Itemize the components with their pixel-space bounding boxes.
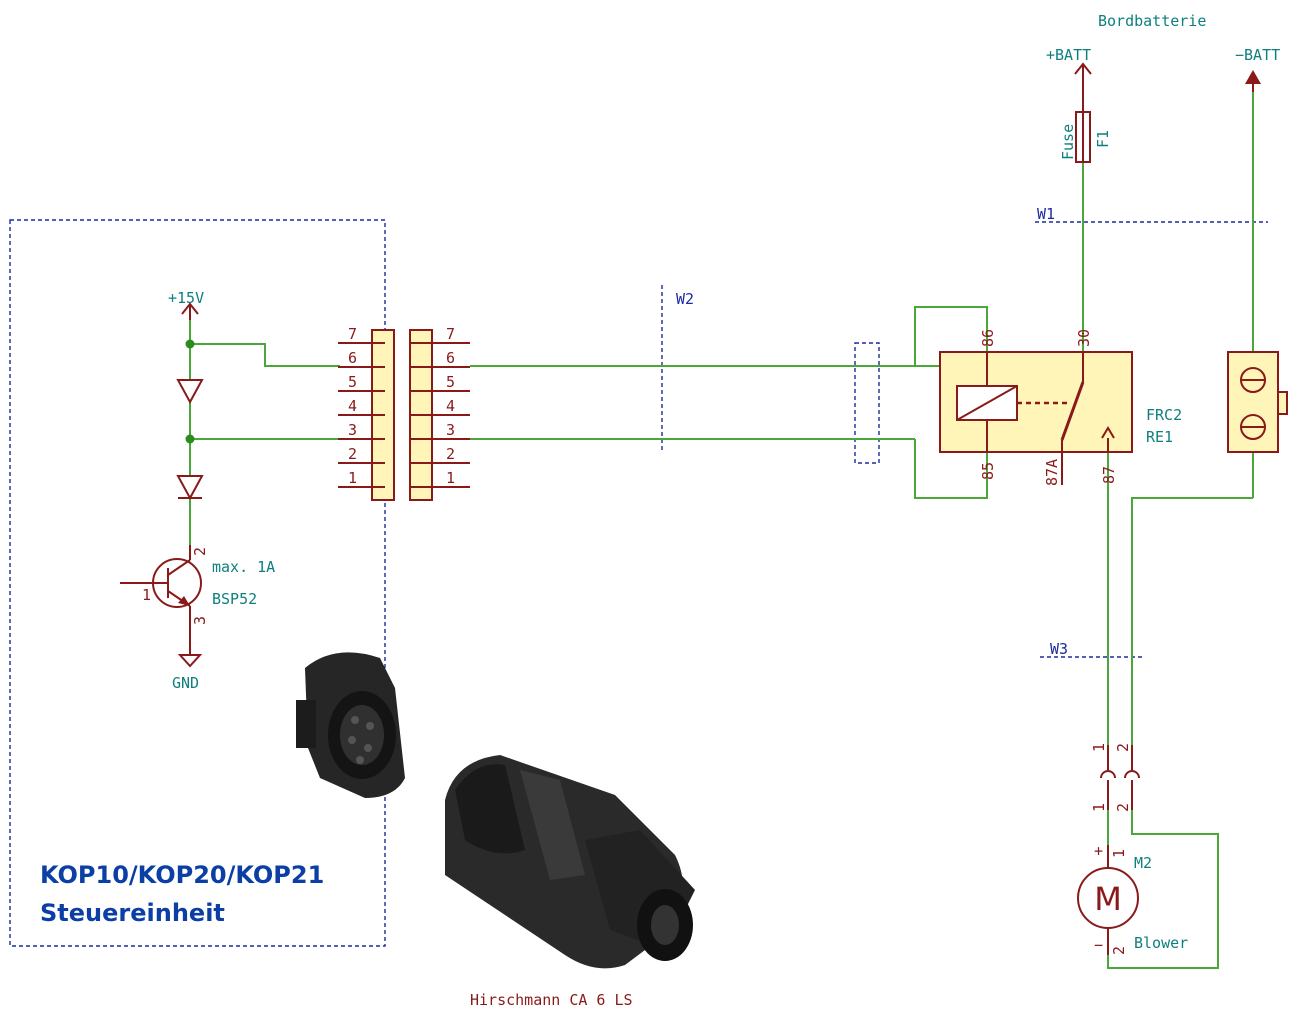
wires <box>189 90 1254 969</box>
motor-m2 <box>1077 845 1139 955</box>
relay-ref-frc2: FRC2 <box>1146 406 1182 424</box>
connector-pin-number: 7 <box>348 325 357 343</box>
plus-15v-symbol <box>181 302 199 320</box>
transistor-pin-collector: 2 <box>191 547 209 556</box>
minus-batt-label: −BATT <box>1235 46 1280 64</box>
transistor-pin-base: 1 <box>142 586 151 604</box>
junction-dot <box>185 434 195 444</box>
transistor-note: max. 1A <box>212 558 275 576</box>
connector-pin-number: 4 <box>446 397 455 415</box>
blower-pin-bottom-1: 1 <box>1090 803 1108 812</box>
terminal-block <box>1227 351 1288 453</box>
connector-pin-number: 3 <box>446 421 455 439</box>
connector-left: 7 6 5 4 3 2 1 <box>338 325 395 501</box>
motor-symbol: M <box>1094 880 1122 918</box>
w2-label: W2 <box>676 290 694 308</box>
plug-caption: Hirschmann CA 6 LS <box>470 991 633 1009</box>
connector-pin-number: 5 <box>348 373 357 391</box>
blower-connector <box>1100 745 1140 810</box>
connector-pin-number: 7 <box>446 325 455 343</box>
connector-pin-number: 2 <box>446 445 455 463</box>
connector-pin-number: 3 <box>348 421 357 439</box>
transistor-pin-emitter: 3 <box>191 616 209 625</box>
blower-pin-top-2: 2 <box>1114 743 1132 752</box>
relay-re1 <box>939 351 1133 485</box>
plus-batt-symbol <box>1074 62 1092 112</box>
fuse-ref-label: F1 <box>1094 130 1112 148</box>
connector-pin-number: 6 <box>446 349 455 367</box>
relay-ref-re1: RE1 <box>1146 428 1173 446</box>
relay-pin-86: 86 <box>979 329 997 347</box>
unit-label-line1: KOP10/KOP20/KOP21 <box>40 861 324 889</box>
w1-label: W1 <box>1037 205 1055 223</box>
relay-pin-30: 30 <box>1075 329 1093 347</box>
unit-label-line2: Steuereinheit <box>40 899 225 927</box>
w3-label: W3 <box>1050 640 1068 658</box>
connector-pin-number: 2 <box>348 445 357 463</box>
motor-plus-sign: + <box>1094 842 1103 860</box>
gnd-symbol <box>177 625 203 668</box>
plus-15v-label: +15V <box>168 289 204 307</box>
connector-pin-number: 1 <box>348 469 357 487</box>
gnd-label: GND <box>172 674 199 692</box>
motor-ref: M2 <box>1134 854 1152 872</box>
relay-pin-87a: 87A <box>1043 459 1061 486</box>
connector-pin-number: 1 <box>446 469 455 487</box>
connector-pin-number: 5 <box>446 373 455 391</box>
title-bordbatterie: Bordbatterie <box>1098 12 1206 30</box>
diode-lower <box>176 475 204 501</box>
transistor-bsp52 <box>120 545 202 625</box>
connector-right: 7 6 5 4 3 2 1 <box>409 325 470 501</box>
blower-pin-bottom-2: 2 <box>1114 803 1132 812</box>
plus-batt-label: +BATT <box>1046 46 1091 64</box>
motor-value: Blower <box>1134 934 1188 952</box>
socket-illustration <box>296 652 405 798</box>
plug-illustration <box>445 755 695 969</box>
diode-upper <box>176 379 204 405</box>
motor-pin-1: 1 <box>1110 849 1128 858</box>
connector-pin-number: 6 <box>348 349 357 367</box>
motor-pin-2: 2 <box>1110 946 1128 955</box>
minus-batt-symbol <box>1245 70 1261 92</box>
relay-pin-87: 87 <box>1100 466 1118 484</box>
junction-dot <box>185 339 195 349</box>
connector-pin-number: 4 <box>348 397 357 415</box>
relay-pin-85: 85 <box>979 462 997 480</box>
motor-minus-sign: − <box>1094 936 1103 954</box>
fuse-value-label: Fuse <box>1059 124 1077 160</box>
control-unit-frame <box>9 219 386 947</box>
transistor-part: BSP52 <box>212 590 257 608</box>
cable-sleeve <box>854 342 880 464</box>
blower-pin-top-1: 1 <box>1090 743 1108 752</box>
